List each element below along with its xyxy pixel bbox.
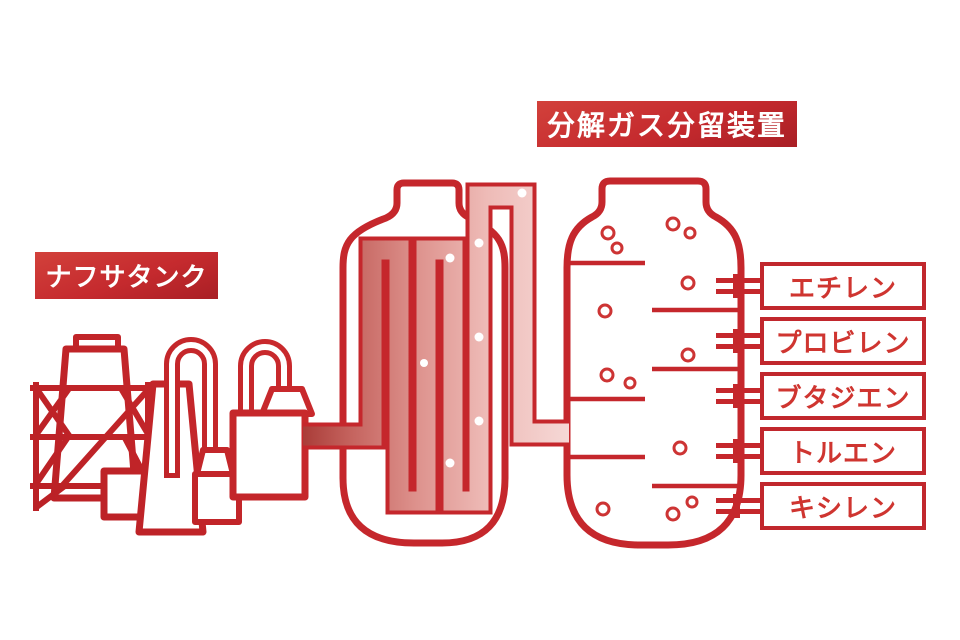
cracking-pipe-serpentine xyxy=(303,182,569,515)
product-label-text: トルエン xyxy=(788,438,897,469)
product-label-text: ブタジエン xyxy=(775,383,911,414)
cracking-unit-label-text: 分解ガス分留装置 xyxy=(546,109,787,142)
naphtha-plant-illustration xyxy=(30,334,315,536)
column-outlet-stubs xyxy=(716,274,760,518)
product-label-text: キシレン xyxy=(788,493,897,524)
gas-bubbles xyxy=(595,216,699,522)
product-label-text: プロビレン xyxy=(775,328,911,359)
outlet-stub-xylene xyxy=(716,494,760,518)
plant-building-right xyxy=(229,409,309,501)
product-label-toluene: トルエン xyxy=(760,427,926,475)
product-label-xylene: キシレン xyxy=(760,482,926,530)
u-pipe-2 xyxy=(238,339,292,428)
hopper-unit-2 xyxy=(259,386,315,417)
product-label-propylene: プロビレン xyxy=(760,317,926,365)
naphtha-tank-label: ナフサタンク xyxy=(35,252,218,299)
flow-dots xyxy=(420,188,527,468)
cracking-unit-label: 分解ガス分留装置 xyxy=(537,101,797,147)
naphtha-tank-label-text: ナフサタンク xyxy=(45,263,208,293)
product-label-text: エチレン xyxy=(788,273,897,304)
product-label-butadiene: ブタジエン xyxy=(760,372,926,420)
u-pipe-1 xyxy=(164,337,218,478)
outlet-stub-butadiene xyxy=(716,384,760,408)
outlet-stub-ethylene xyxy=(716,274,760,298)
distillation-trays xyxy=(569,260,739,489)
pipe-fill xyxy=(303,186,569,511)
fractionation-column xyxy=(563,177,760,549)
column-vessel xyxy=(563,177,745,549)
outlet-stub-propylene xyxy=(716,329,760,353)
outlet-stub-toluene xyxy=(716,439,760,463)
product-label-ethylene: エチレン xyxy=(760,262,926,310)
